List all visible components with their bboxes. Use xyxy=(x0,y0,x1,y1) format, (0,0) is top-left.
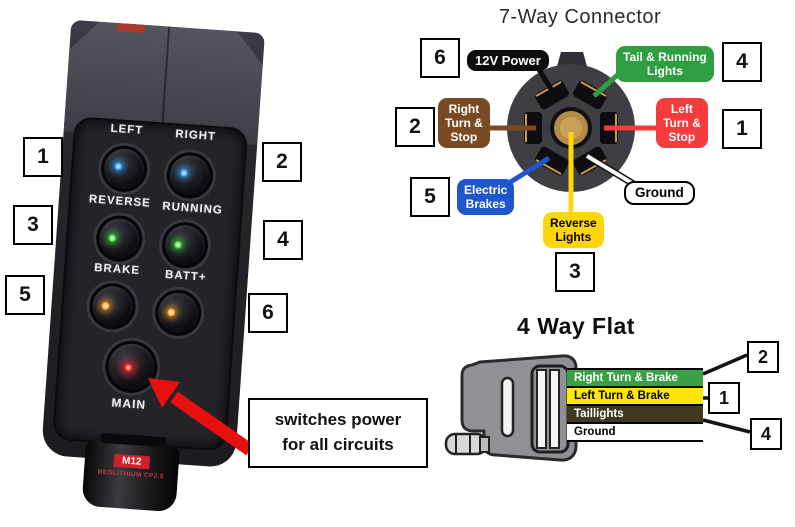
device-callout-3: 3 xyxy=(13,205,53,245)
label-tail-line2: Lights xyxy=(646,64,683,79)
label-right-turn-line3: Stop xyxy=(450,130,478,145)
four-way-title: 4 Way Flat xyxy=(517,313,635,339)
label-tail-line1: Tail & Running xyxy=(623,50,707,64)
fourway-callout-2: 2 xyxy=(747,341,779,373)
led-green-icon xyxy=(173,240,183,250)
device-callout-6: 6 xyxy=(248,293,288,333)
label-right-turn-stop: Right Turn & Stop xyxy=(438,98,490,149)
fourway-callout-4: 4 xyxy=(750,418,782,450)
sevenway-callout-5: 5 xyxy=(410,177,450,217)
label-left-turn-line1: Left xyxy=(670,102,693,116)
led-amber-icon xyxy=(167,308,176,317)
annotation-line1: switches power xyxy=(274,410,402,430)
label-reverse-line1: Reverse xyxy=(550,216,597,230)
led-blue-icon xyxy=(114,162,123,171)
device-callout-4: 4 xyxy=(263,220,303,260)
led-amber-icon xyxy=(101,301,110,311)
four-way-flat-section: 4 Way Flat Right Turn & Brake Left Turn … xyxy=(440,308,795,483)
led-green-icon xyxy=(108,233,117,243)
sevenway-callout-4: 4 xyxy=(722,42,762,82)
label-ground: Ground xyxy=(624,181,695,205)
label-reverse-lights: Reverse Lights xyxy=(543,212,604,249)
seven-way-connector-icon xyxy=(486,52,658,214)
device-callout-2: 2 xyxy=(262,142,302,182)
battery-text: REDLITHIUM CP2.0 xyxy=(97,468,165,481)
label-brakes-line1: Electric xyxy=(464,183,508,197)
stripe-right-turn-brake: Right Turn & Brake xyxy=(567,370,703,388)
label-left-turn-line2: Turn & xyxy=(663,116,701,131)
sevenway-callout-6: 6 xyxy=(420,38,460,78)
label-right-turn-line1: Right xyxy=(448,102,480,116)
stripe-ground: Ground xyxy=(567,424,703,442)
led-blue-icon xyxy=(179,168,189,178)
sevenway-callout-2: 2 xyxy=(395,107,435,147)
label-tail-running: Tail & Running Lights xyxy=(616,46,714,83)
label-12v-power: 12V Power xyxy=(467,50,549,72)
device-callout-5: 5 xyxy=(5,275,45,315)
sevenway-callout-3: 3 xyxy=(555,252,595,292)
label-12v-power-text: 12V Power xyxy=(475,53,541,68)
stripe-taillights: Taillights xyxy=(567,406,703,424)
label-electric-brakes: Electric Brakes xyxy=(457,179,515,216)
sevenway-callout-1: 1 xyxy=(722,109,762,149)
seven-way-title: 7-Way Connector xyxy=(498,6,662,28)
label-right-turn-line2: Turn & xyxy=(445,116,483,131)
label-left-turn-stop: Left Turn & Stop xyxy=(656,98,708,149)
stripe-left-turn-brake: Left Turn & Brake xyxy=(567,388,703,406)
label-brakes-line2: Brakes xyxy=(465,197,506,212)
four-way-wire-stripes: Right Turn & Brake Left Turn & Brake Tai… xyxy=(567,368,703,442)
device-red-sliver xyxy=(117,23,145,33)
seven-way-connector-section: 7-Way Connector xyxy=(390,0,795,305)
red-arrow-icon xyxy=(148,378,254,456)
annotation-line2: for all circuits xyxy=(282,435,394,454)
device-callout-1: 1 xyxy=(23,137,63,177)
four-way-connector-icon xyxy=(444,353,751,462)
label-left-turn-line3: Stop xyxy=(668,130,696,145)
fourway-callout-1: 1 xyxy=(708,382,740,414)
led-red-icon xyxy=(124,363,133,372)
label-reverse-line2: Lights xyxy=(555,230,592,245)
label-ground-text: Ground xyxy=(635,185,684,200)
main-annotation-box: switches power for all circuits xyxy=(248,398,428,468)
